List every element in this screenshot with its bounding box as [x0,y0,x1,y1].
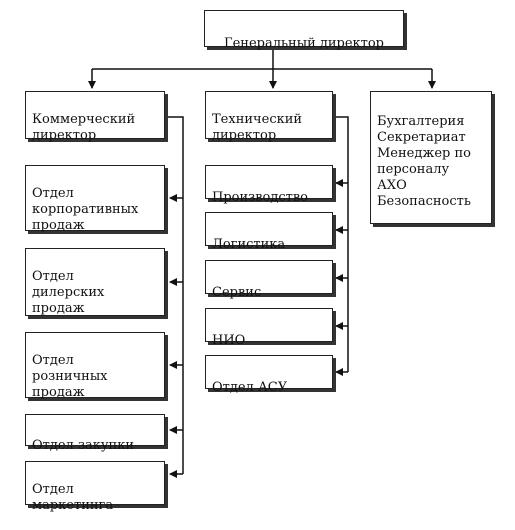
node-admin-services-label: Бухгалтерия Секретариат Менеджер по перс… [377,114,471,209]
node-service-label: Сервис [212,285,262,300]
node-retail-sales-label: Отдел розничных продаж [32,353,108,400]
node-asu-department: Отдел АСУ [205,355,333,395]
node-retail-sales: Отдел розничных продаж [25,332,165,400]
node-technical-director-label: Технический директор [212,112,303,143]
node-dealer-sales-label: Отдел дилерских продаж [32,269,105,316]
node-corporate-sales: Отдел корпоративных продаж [25,165,165,233]
org-chart-connectors [88,47,436,478]
node-general-director-label: Генеральный директор [223,36,385,51]
node-general-director: Генеральный директор [204,10,404,51]
node-purchasing: Отдел закупки [25,414,165,453]
node-admin-services: Бухгалтерия Секретариат Менеджер по перс… [370,91,492,224]
node-asu-department-label: Отдел АСУ [212,380,288,395]
node-production: Производство [205,165,333,205]
commercial-spine [165,116,184,474]
node-technical-director: Технический директор [205,91,333,143]
node-commercial-director: Коммерческий директор [25,91,165,143]
node-research-label: НИО [212,333,246,348]
node-corporate-sales-label: Отдел корпоративных продаж [32,186,139,233]
node-service: Сервис [205,260,333,300]
node-dealer-sales: Отдел дилерских продаж [25,248,165,316]
node-marketing-label: Отдел маркетинга [32,482,114,513]
node-production-label: Производство [212,190,309,205]
node-commercial-director-label: Коммерческий директор [32,112,136,143]
node-marketing: Отдел маркетинга [25,461,165,513]
node-logistics-label: Логистика [212,237,286,252]
node-purchasing-label: Отдел закупки [32,438,135,453]
node-logistics: Логистика [205,212,333,252]
node-research: НИО [205,308,333,348]
technical-spine [333,116,349,372]
